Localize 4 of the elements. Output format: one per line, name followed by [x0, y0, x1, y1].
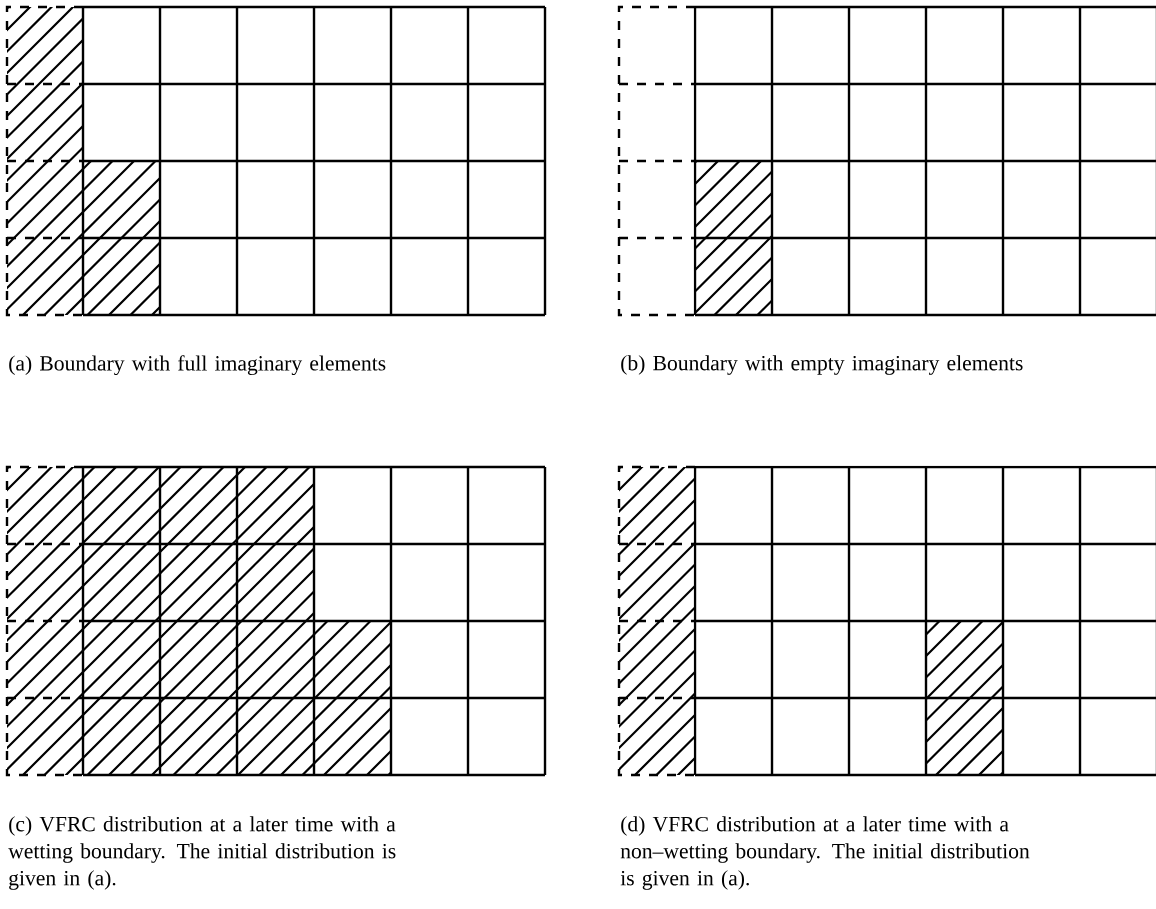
- caption: (d) VFRC distribution at a later time with a non–wetting boundary. The initial distribution is given in (a).: [620, 816, 1030, 890]
- caption: (c) VFRC distribution at a later time with a wetting boundary. The initial distribution is given in (a).: [8, 816, 396, 890]
- caption: (b) Boundary with empty imaginary elements: [621, 355, 1023, 375]
- caption: (a) Boundary with full imaginary elements: [9, 355, 386, 376]
